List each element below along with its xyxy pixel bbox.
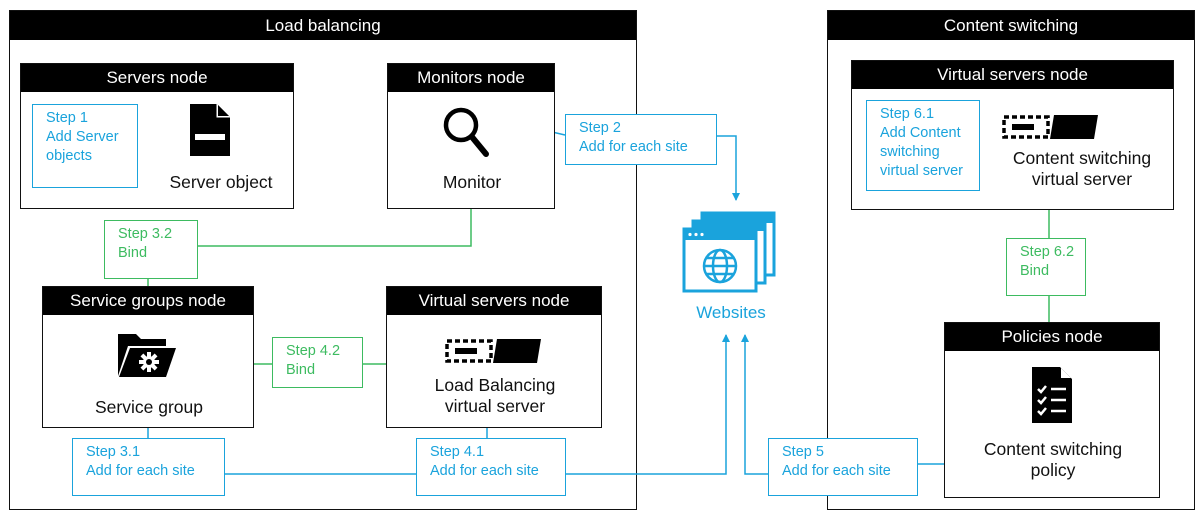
step5-websites-arrow	[741, 334, 768, 475]
websites-label: Websites	[696, 303, 766, 322]
step4-1-number: Step 4.1	[430, 444, 485, 460]
step1-text-line1: Add Server	[46, 129, 119, 145]
step6-2-box: Step 6.2 Bind	[1006, 238, 1086, 296]
service-groups-node-title: Service groups node	[43, 287, 253, 315]
lb-virtual-servers-node[interactable]: Virtual servers node Load Balancing virt…	[386, 286, 602, 428]
cs-virtual-server-icon	[1002, 115, 1098, 139]
step3-2-number: Step 3.2	[118, 226, 173, 242]
step5-number: Step 5	[782, 444, 824, 460]
cs-policy-label: Content switching policy	[945, 439, 1161, 481]
step2-arrow	[717, 135, 740, 201]
step4-2-box: Step 4.2 Bind	[272, 337, 363, 388]
policies-node-title: Policies node	[945, 323, 1159, 351]
servers-node-title: Servers node	[21, 64, 293, 92]
lb-virtual-servers-node-title: Virtual servers node	[387, 287, 601, 315]
virtual-server-icon	[445, 339, 541, 363]
monitors-node[interactable]: Monitors node Monitor	[387, 63, 555, 209]
browser-globe-icon	[682, 211, 778, 295]
cs-policy-label-line1: Content switching	[983, 439, 1123, 459]
policies-node[interactable]: Policies node Content switching policy	[944, 322, 1160, 498]
step3-2-text: Bind	[118, 245, 148, 261]
cs-virtual-server-label-line2: virtual server	[1031, 169, 1133, 189]
step6-1-box: Step 6.1 Add Content switching virtual s…	[866, 100, 980, 191]
cs-virtual-server-label: Content switching virtual server	[992, 148, 1172, 190]
cs-virtual-server-label-line1: Content switching	[1012, 148, 1152, 168]
step6-1-text-line1: Add Content	[880, 125, 961, 141]
service-groups-node[interactable]: Service groups node Service group	[42, 286, 254, 428]
step4-2-number: Step 4.2	[286, 343, 341, 359]
step1-box: Step 1 Add Server objects	[32, 104, 138, 188]
step6-1-text-line2: switching	[880, 144, 940, 160]
lb-virtual-server-label-line1: Load Balancing	[434, 375, 556, 395]
step3-1-box: Step 3.1 Add for each site	[72, 438, 225, 496]
monitors-node-title: Monitors node	[388, 64, 554, 92]
cs-virtual-servers-node-title: Virtual servers node	[852, 61, 1173, 89]
step5-box: Step 5 Add for each site	[768, 438, 918, 496]
step1-text-line2: objects	[46, 148, 92, 164]
step3-1-number: Step 3.1	[86, 444, 141, 460]
step32-arrow	[198, 199, 475, 247]
step2-box: Step 2 Add for each site	[565, 114, 717, 165]
step6-1-number: Step 6.1	[880, 106, 935, 122]
lb-virtual-server-label: Load Balancing virtual server	[387, 375, 603, 417]
step6-2-text: Bind	[1020, 263, 1050, 279]
magnifier-icon	[442, 106, 490, 160]
step4-2-text: Bind	[286, 362, 316, 378]
step3-1-text: Add for each site	[86, 463, 195, 479]
step4-1-text: Add for each site	[430, 463, 539, 479]
step2-number: Step 2	[579, 120, 621, 136]
step6-1-text-line3: virtual server	[880, 163, 963, 179]
step1-number: Step 1	[46, 110, 88, 126]
step2-text: Add for each site	[579, 139, 688, 155]
server-object-label: Server object	[169, 172, 273, 192]
service-group-label: Service group	[95, 397, 203, 417]
monitor-label: Monitor	[442, 172, 502, 192]
lb-virtual-server-label-line2: virtual server	[444, 396, 546, 416]
checklist-document-icon	[1032, 367, 1072, 423]
step5-text: Add for each site	[782, 463, 891, 479]
step4-1-box: Step 4.1 Add for each site	[416, 438, 566, 496]
load-balancing-title: Load balancing	[10, 11, 636, 40]
step3-2-box: Step 3.2 Bind	[104, 220, 198, 279]
step6-2-number: Step 6.2	[1020, 244, 1075, 260]
folder-gear-icon	[116, 330, 178, 378]
server-file-icon	[190, 104, 230, 156]
step41-websites-arrow	[566, 334, 730, 475]
content-switching-title: Content switching	[828, 11, 1194, 40]
cs-policy-label-line2: policy	[1030, 460, 1076, 480]
